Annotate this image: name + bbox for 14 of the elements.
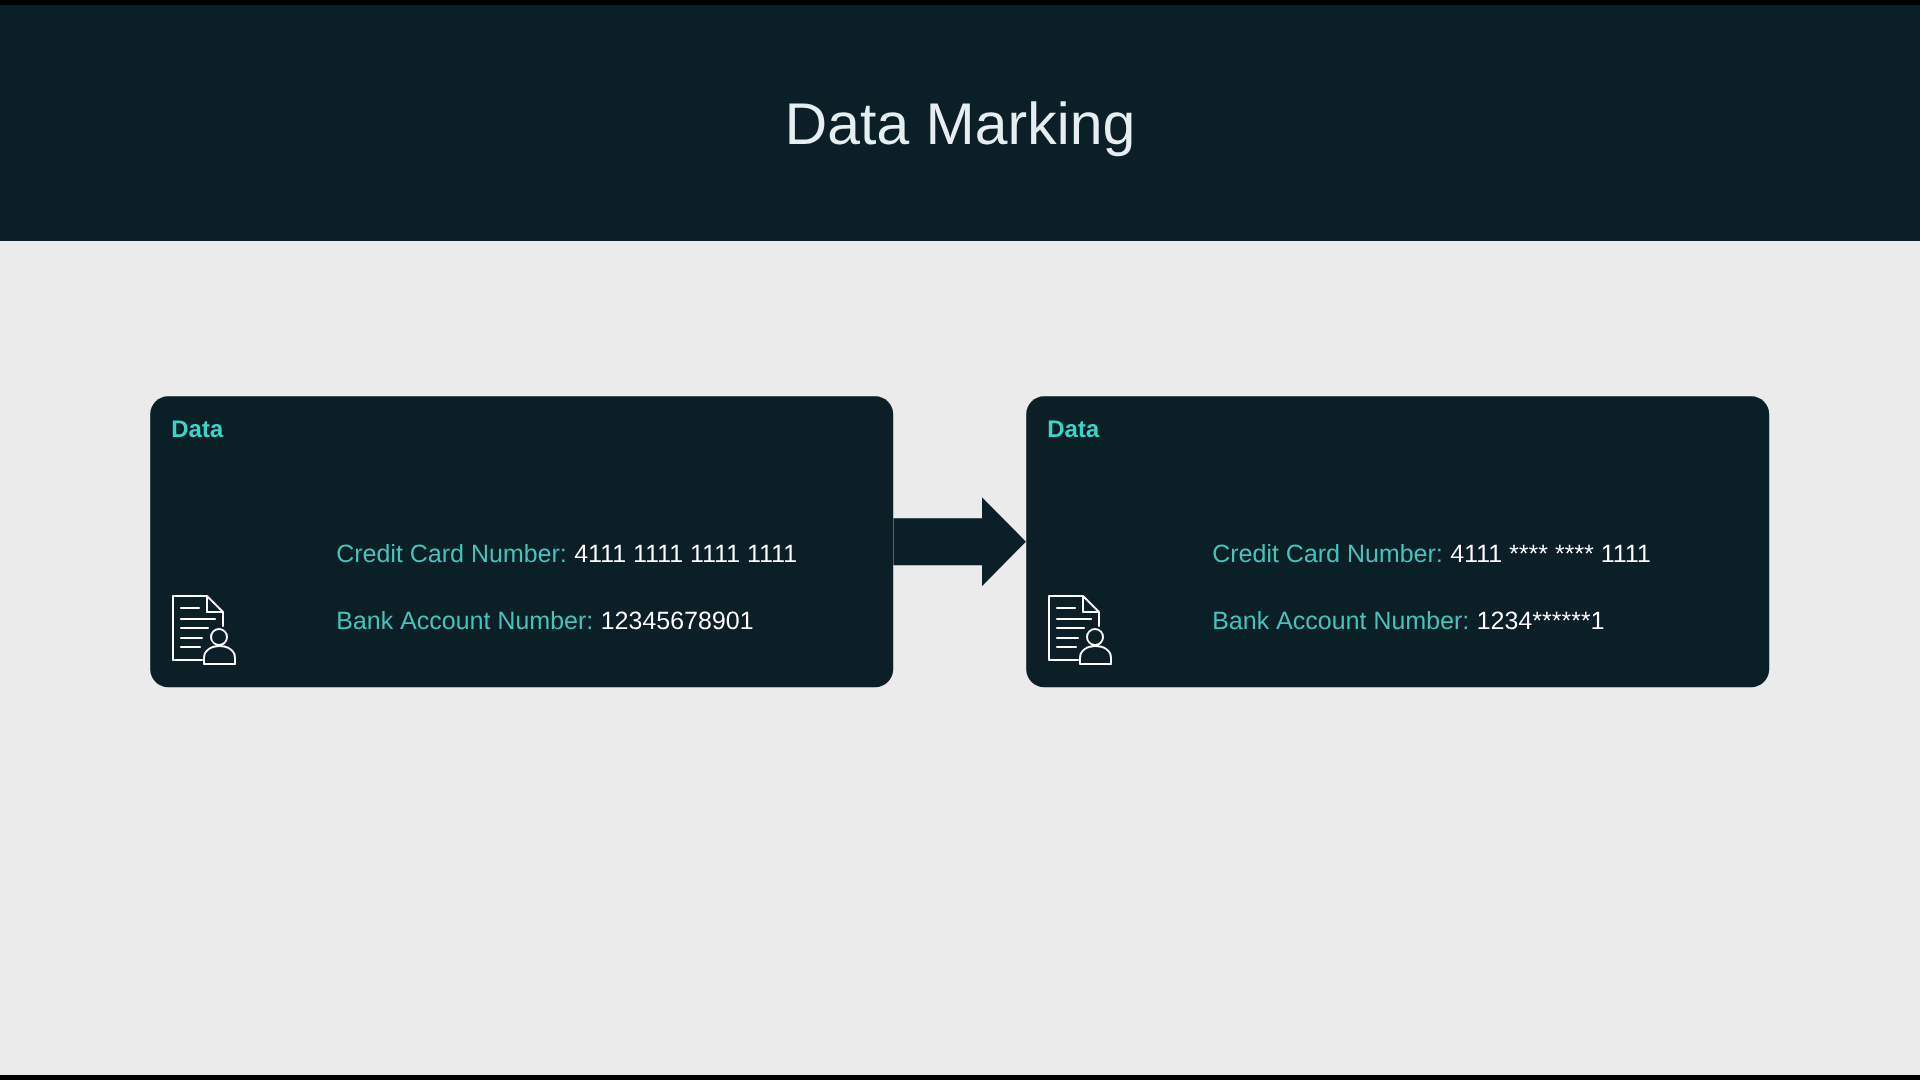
data-card [1026,396,1770,688]
field-value: 4111 **** **** 1111 [1450,544,1650,562]
data-card [150,396,894,688]
field-label: Bank Account Number: [338,610,591,630]
slide-title: Data Marking [789,101,1132,157]
field-label: Bank Account Number: [1214,610,1467,630]
field-label: Credit Card Number: [1213,543,1441,563]
block-arrow [893,497,1026,587]
field-value: 4111 1111 1111 1111 [574,544,796,562]
field-value: 1234******1 [1478,611,1604,630]
card-heading: Data [172,420,224,438]
card-heading: Data [1048,420,1100,438]
field-label: Credit Card Number: [337,543,565,563]
field-value: 12345678901 [602,611,753,630]
